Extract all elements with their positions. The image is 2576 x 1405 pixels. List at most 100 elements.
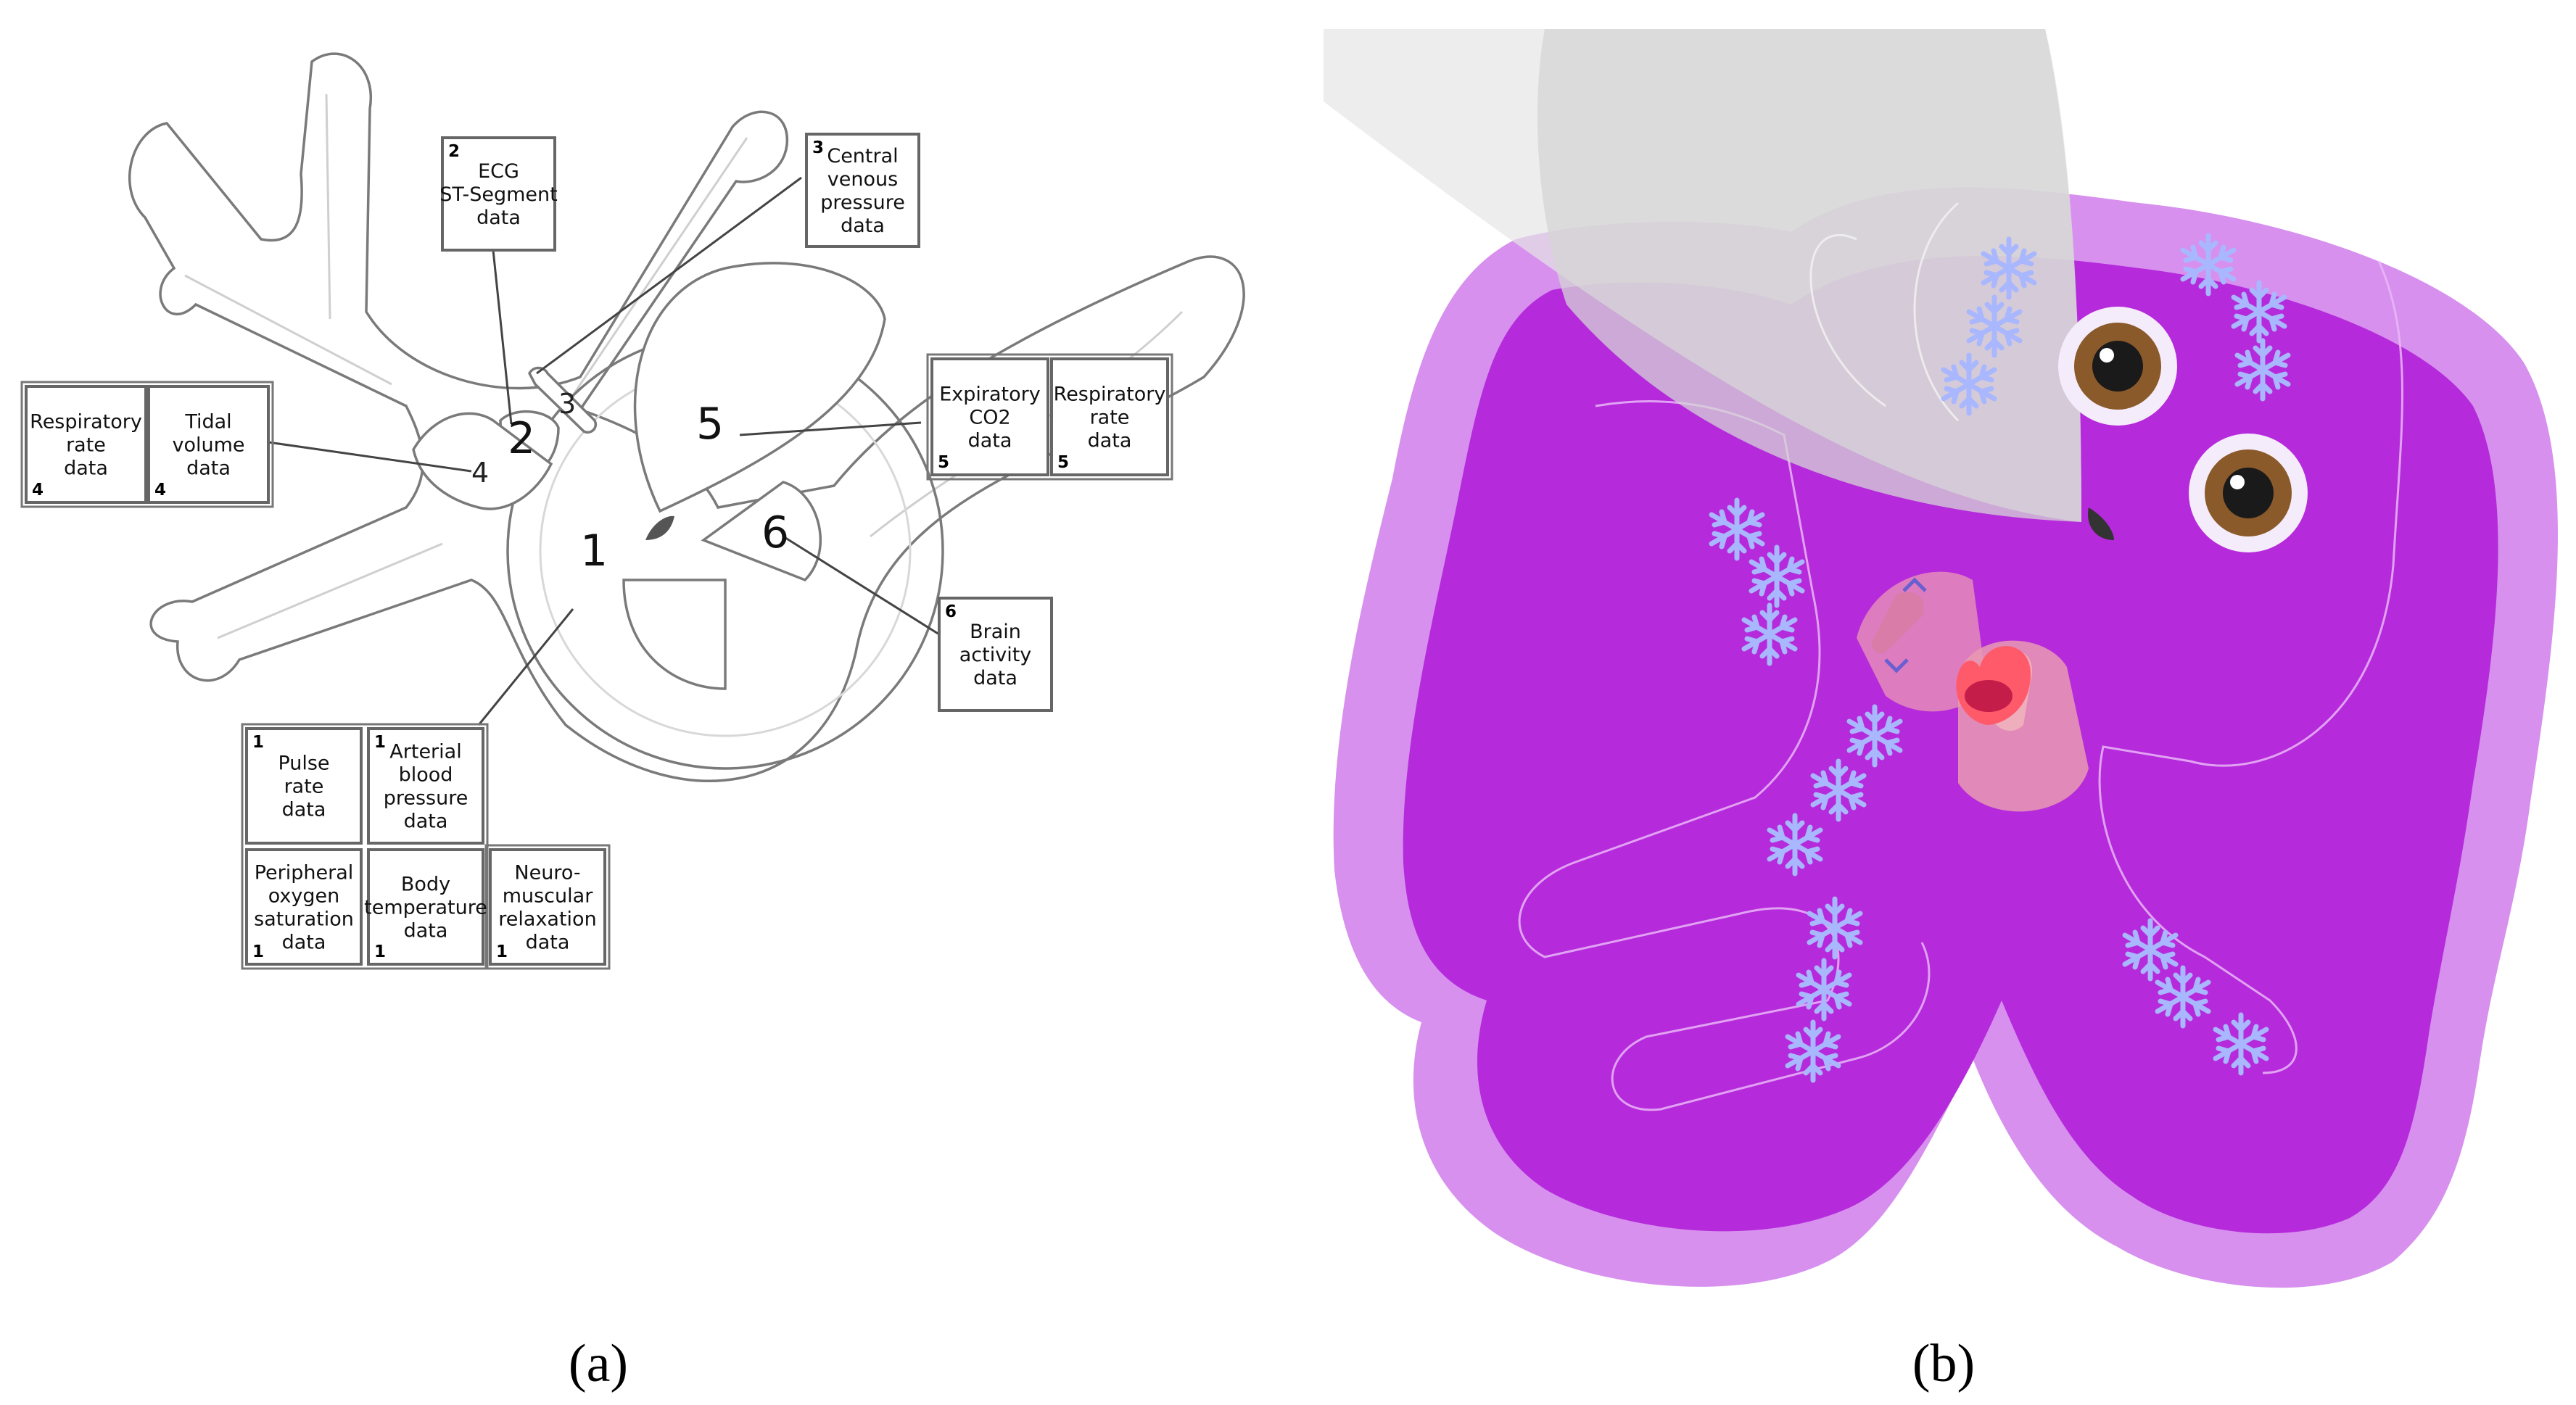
box-label-line: data: [841, 215, 885, 237]
box-label-line: data: [968, 430, 1012, 452]
box-label-line: Tidal: [184, 411, 231, 434]
zone-number-3: 3: [558, 388, 576, 420]
panel-b-illustration: [1324, 29, 2558, 1288]
zone-6-shape: [701, 481, 822, 582]
box-label-line: ECG: [478, 160, 519, 183]
zone-index-label: 2: [448, 142, 460, 161]
box-label-line: muscular: [503, 885, 593, 908]
box-label-line: temperature: [364, 897, 487, 919]
body-inner-line: [184, 94, 1184, 639]
zone-index-label: 1: [252, 733, 264, 752]
zone-index-label: 4: [32, 481, 44, 500]
zone-index-label: 1: [252, 942, 264, 961]
zone-number-4: 4: [471, 457, 489, 489]
box-label-line: data: [64, 457, 108, 480]
zone-number-5: 5: [696, 399, 724, 449]
zone-index-label: 1: [374, 733, 386, 752]
zone-index-label: 1: [374, 942, 386, 961]
left-eye: [2058, 307, 2177, 426]
box-group-frame: [484, 844, 611, 970]
caption-a: (a): [569, 1334, 628, 1393]
box-label-line: data: [282, 932, 326, 954]
box-label-line: Arterial: [389, 741, 461, 763]
label-box-frame: [930, 357, 1049, 476]
label-box-frame: [441, 136, 556, 252]
box-label-line: ST-Segment: [439, 183, 557, 206]
mouth: [2088, 507, 2114, 540]
box-label-line: data: [476, 207, 521, 229]
zone-5-shape: [633, 262, 886, 513]
plush-stitch-line: [1518, 260, 2403, 1111]
zone-index-label: 5: [1057, 453, 1069, 472]
caption-b: (b): [1912, 1334, 1975, 1393]
spotlight-edge: [1809, 202, 1960, 422]
box-label-line: Pulse: [278, 753, 329, 775]
zone-index-label: 3: [812, 138, 824, 157]
box-label-line: rate: [284, 776, 324, 798]
box-label-line: data: [526, 932, 570, 954]
box-label-line: data: [404, 920, 448, 942]
box-label-line: relaxation: [498, 908, 596, 931]
label-box-frame: [805, 133, 920, 248]
box-label-line: blood: [399, 764, 453, 787]
zone-number-2: 2: [508, 413, 535, 464]
box-label-line: Respiratory: [30, 411, 142, 434]
zone-3-shape: [528, 366, 597, 434]
zone-index-label: 6: [945, 602, 957, 621]
box-label-line: volume: [172, 434, 244, 457]
box-group-frame: [20, 381, 274, 508]
zone-index-label: 4: [154, 481, 166, 500]
box-label-line: pressure: [820, 191, 905, 214]
box-label-line: Central: [827, 145, 898, 167]
zone-1-lower-shape: [622, 579, 727, 690]
label-box-frame: [147, 385, 270, 504]
label-box-frame: [245, 848, 363, 966]
box-label-line: data: [404, 811, 448, 833]
box-label-line: venous: [827, 168, 898, 191]
zone-1-marker: [645, 515, 674, 540]
box-label-line: Expiratory: [939, 384, 1041, 406]
box-group-frame: [926, 353, 1173, 481]
zone-index-label: 1: [496, 942, 508, 961]
label-box-frame: [938, 597, 1053, 712]
box-label-line: Brain: [970, 621, 1021, 643]
box-label-line: oxygen: [268, 885, 340, 908]
box-label-line: CO2: [969, 407, 1010, 429]
label-box-frame: [245, 727, 363, 845]
label-box-frame: [1050, 357, 1169, 476]
box-label-line: rate: [66, 434, 106, 457]
label-box-frame: [25, 385, 147, 504]
box-label-line: Neuro-: [514, 862, 580, 884]
label-box-frame: [367, 727, 484, 845]
box-label-line: data: [186, 457, 231, 480]
box-label-line: Peripheral: [255, 862, 354, 884]
right-eye: [2189, 434, 2308, 552]
box-label-line: data: [282, 799, 326, 821]
leader-lines: [268, 176, 940, 726]
label-box-frame: [367, 848, 484, 966]
box-label-line: data: [973, 667, 1017, 689]
zone-number-6: 6: [761, 507, 789, 558]
zone-4-shape: [412, 412, 553, 510]
chest-organs: [1857, 571, 2089, 812]
label-box-frame: [489, 848, 606, 966]
box-label-line: Body: [401, 874, 450, 896]
box-label-line: rate: [1090, 407, 1130, 429]
zone-number-1: 1: [580, 526, 608, 576]
box-label-line: Respiratory: [1054, 384, 1166, 406]
box-label-line: saturation: [254, 908, 354, 931]
